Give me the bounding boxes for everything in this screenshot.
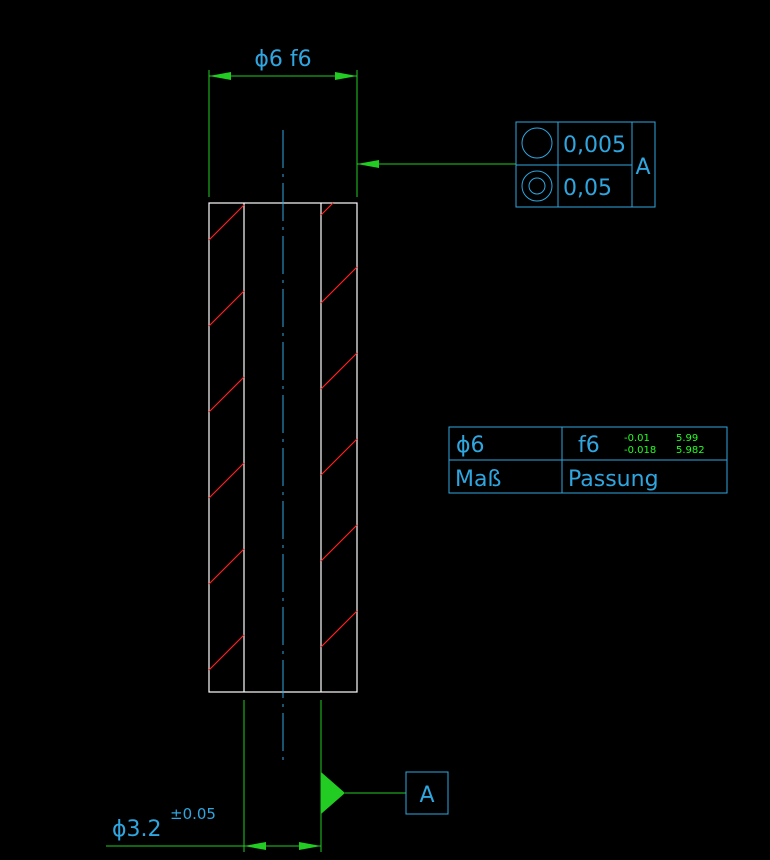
hatch-line	[208, 204, 245, 241]
fcf-circularity-value: 0,005	[563, 133, 626, 158]
arrowhead-left	[209, 72, 231, 80]
bottom-dimension-label: ϕ3.2	[112, 817, 162, 842]
fit-table-upper-size: 5.99	[676, 433, 698, 444]
hatch-line	[208, 462, 245, 499]
hatch-line	[320, 438, 358, 476]
circularity-icon	[521, 127, 553, 159]
hatch-line	[208, 548, 245, 585]
fcf-concentricity-value: 0,05	[563, 176, 612, 201]
fit-table-label-fit: Passung	[568, 467, 659, 492]
arrowhead-left	[244, 842, 266, 850]
fit-table-label-nominal: Maß	[455, 467, 501, 492]
arrowhead-right	[299, 842, 321, 850]
fcf-datum-reference: A	[635, 155, 650, 180]
fit-table-fit: f6	[578, 433, 600, 458]
section-hatching	[208, 202, 358, 671]
fit-table-upper-deviation: -0.01	[624, 433, 650, 444]
hatch-line	[320, 610, 358, 648]
fit-table-lower-deviation: -0.018	[624, 445, 656, 456]
top-dimension-label: ϕ6 f6	[254, 47, 311, 72]
hatch-line	[208, 634, 245, 671]
leader-arrowhead	[357, 160, 379, 168]
hatch-line	[320, 202, 334, 216]
top-dimension: ϕ6 f6	[208, 47, 358, 197]
hatch-line	[320, 524, 358, 562]
fcf-leader	[357, 160, 516, 168]
fit-table	[448, 426, 728, 494]
hatch-line	[320, 352, 358, 390]
hatch-line	[320, 266, 358, 304]
feature-control-frame	[515, 121, 656, 208]
bottom-dimension: ϕ3.2 ±0.05	[106, 700, 322, 852]
fit-table-lower-size: 5.982	[676, 445, 705, 456]
hatch-line	[208, 290, 245, 327]
arrowhead-right	[335, 72, 357, 80]
datum-triangle-icon	[321, 772, 345, 814]
datum-box	[405, 771, 449, 815]
fit-table-nominal: ϕ6	[456, 433, 485, 458]
hatch-line	[208, 376, 245, 413]
datum-symbol: A	[321, 771, 449, 815]
concentricity-icon	[521, 170, 553, 202]
concentricity-icon-inner	[528, 177, 546, 195]
datum-label: A	[419, 783, 434, 808]
bottom-dimension-tolerance: ±0.05	[170, 805, 216, 823]
